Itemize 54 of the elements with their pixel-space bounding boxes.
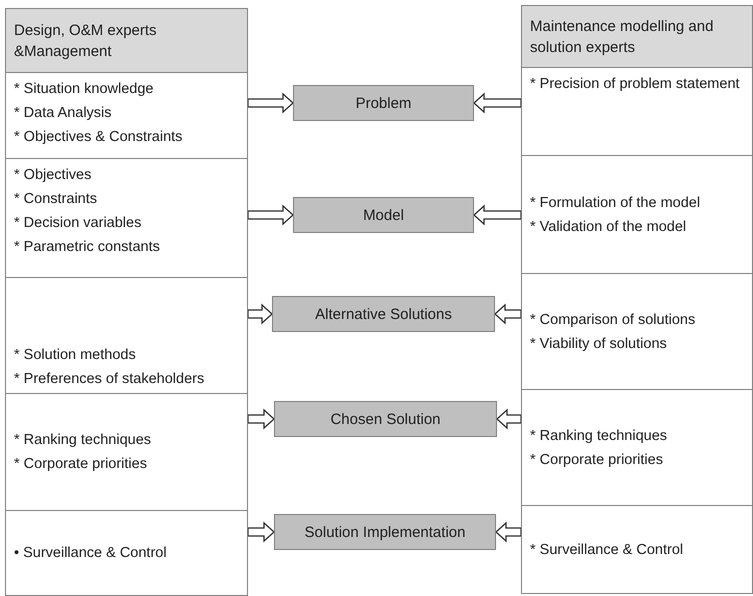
block-arrow (247, 204, 294, 226)
box-label: Solution Implementation (304, 524, 466, 540)
block-arrow (247, 522, 275, 542)
list-item: * Corporate priorities (14, 455, 147, 474)
text-cell (5, 510, 248, 596)
block-arrow (473, 204, 522, 226)
text-cell (5, 277, 248, 394)
list-item: * Precision of problem statement (530, 75, 740, 94)
box-label: Chosen Solution (330, 410, 441, 428)
text-cell (521, 505, 753, 594)
list-item: * Parametric constants (14, 238, 160, 257)
list-item: * Comparison of solutions (530, 310, 696, 330)
block-arrow (494, 304, 522, 324)
text-cell (521, 67, 753, 156)
header-text: Design, O&M experts &Management (14, 20, 158, 62)
text-cell (5, 72, 248, 159)
list-item: * Viability of solutions (530, 334, 667, 354)
list-item: * Constraints (14, 190, 98, 209)
list-item: * Objectives & Constraints (14, 128, 182, 147)
block-arrow (473, 92, 522, 114)
text-cell (521, 155, 753, 274)
list-item: * Objectives (14, 166, 92, 185)
list-item: * Formulation of the model (530, 194, 700, 212)
list-item: * Preferences of stakeholders (14, 370, 204, 389)
list-item: * Solution methods (14, 346, 136, 365)
process-box (274, 514, 496, 550)
block-arrow (247, 304, 273, 324)
list-item: * Validation of the model (530, 218, 686, 236)
column-header (521, 5, 753, 68)
list-item: • Surveillance & Control (14, 544, 167, 563)
block-arrow (247, 92, 294, 114)
process-box (274, 401, 497, 437)
process-box (272, 296, 495, 332)
text-cell (521, 389, 753, 506)
process-box (293, 85, 474, 121)
list-item: * Corporate priorities (530, 450, 663, 470)
block-arrow (247, 408, 275, 430)
list-item: * Ranking techniques (530, 426, 668, 446)
list-item: * Surveillance & Control (530, 540, 684, 560)
list-item: * Decision variables (14, 214, 142, 233)
text-cell (5, 393, 248, 511)
list-item: * Situation knowledge (14, 80, 154, 99)
block-arrow (496, 408, 522, 430)
box-label: Alternative Solutions (315, 306, 452, 322)
list-item: * Data Analysis (14, 104, 112, 123)
header-text: Maintenance modelling and solution experts (530, 16, 714, 58)
list-item: * Ranking techniques (14, 431, 152, 450)
block-arrow (495, 522, 522, 542)
box-label: Model (363, 206, 404, 224)
process-box (293, 197, 474, 233)
box-label: Problem (356, 94, 412, 112)
text-cell (521, 273, 753, 390)
text-cell (5, 158, 248, 278)
column-header (5, 8, 248, 73)
